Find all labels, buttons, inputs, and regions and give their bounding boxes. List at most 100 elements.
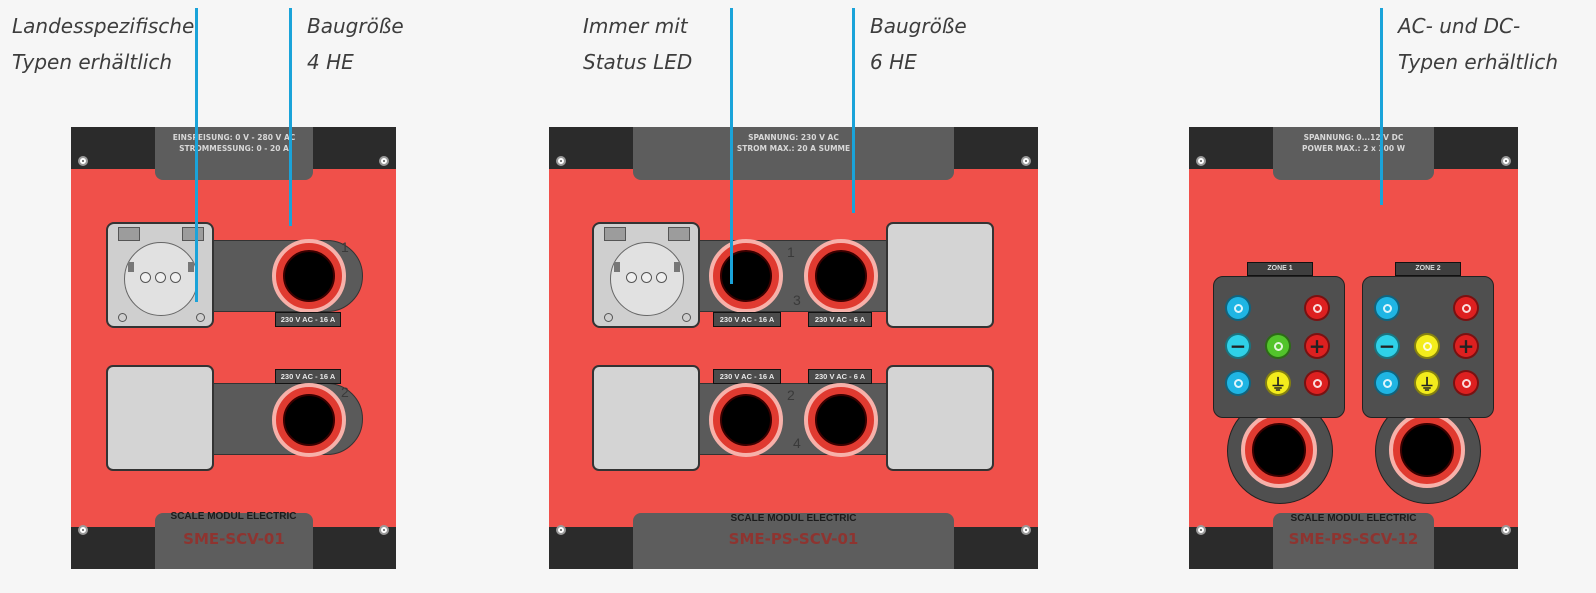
blue-jack-icon[interactable] (1225, 295, 1251, 321)
status-led-ring (272, 383, 346, 457)
green-jack-icon[interactable] (1265, 333, 1291, 359)
red-jack-icon[interactable] (1304, 370, 1330, 396)
outlet-number: 4 (793, 435, 801, 451)
rating-label: 230 V AC - 16 A (275, 312, 341, 327)
minus-jack-icon[interactable]: − (1374, 333, 1400, 359)
socket-cover (886, 222, 994, 328)
spec-line: POWER MAX.: 2 x 300 W (1302, 144, 1405, 153)
model-code: SME-PS-SCV-01 (728, 530, 859, 548)
brand-label: SCALE MODUL ELECTRIC (1290, 513, 1417, 524)
status-led-ring (804, 239, 878, 313)
output-hole (1400, 423, 1454, 477)
pin-icon (169, 272, 181, 283)
status-led-ring (709, 239, 783, 313)
spec-line: STROM MAX.: 20 A SUMME (736, 144, 851, 153)
pin-icon (154, 272, 166, 283)
ground-jack-icon[interactable] (1414, 370, 1440, 396)
zone-1-box: − + (1213, 276, 1345, 418)
screw-icon (556, 525, 566, 535)
panel-sme-ps-scv-12: SPANNUNG: 0...12 V DC POWER MAX.: 2 x 30… (1189, 127, 1518, 569)
model-plate: SME-SCV-01 (155, 513, 313, 569)
pin-icon (139, 272, 151, 283)
spec-line: SPANNUNG: 0...12 V DC (1303, 133, 1404, 142)
screw-icon (1021, 156, 1031, 166)
screw-icon (1021, 525, 1031, 535)
model-plate: SME-PS-SCV-12 (1273, 513, 1434, 569)
callout-size-6he: Baugröße 6 HE (870, 8, 967, 80)
callout-size-4he: Baugröße 4 HE (307, 8, 404, 80)
red-jack-icon[interactable] (1304, 295, 1330, 321)
rating-label: 230 V AC - 6 A (808, 312, 872, 327)
status-led-ring (709, 383, 783, 457)
yellow-jack-icon[interactable] (1414, 333, 1440, 359)
screw-icon (1501, 156, 1511, 166)
earth-contact (674, 262, 680, 272)
hinge-icon (604, 313, 613, 322)
rating-label: 230 V AC - 6 A (808, 369, 872, 384)
leader-line (730, 8, 733, 284)
hinge-icon (196, 313, 205, 322)
panel-sme-ps-scv-01: SPANNUNG: 230 V AC STROM MAX.: 20 A SUMM… (549, 127, 1038, 569)
zone-label: ZONE 1 (1247, 262, 1313, 276)
outlet-number: 2 (341, 384, 349, 400)
leader-line (852, 8, 855, 213)
output-ring (1389, 412, 1465, 488)
zone-label: ZONE 2 (1395, 262, 1461, 276)
schuko-socket (592, 222, 700, 328)
socket-face (610, 242, 684, 316)
earth-contact (128, 262, 134, 272)
model-plate: SME-PS-SCV-01 (633, 513, 954, 569)
rating-label: 230 V AC - 16 A (713, 312, 781, 327)
callout-line: Baugröße (307, 14, 404, 38)
socket-cover (106, 365, 214, 471)
screw-icon (1501, 525, 1511, 535)
spec-line: EINSPEISUNG: 0 V - 280 V AC (172, 133, 296, 142)
status-led-ring (272, 239, 346, 313)
pin-icon (625, 272, 637, 283)
socket-clip (182, 227, 204, 241)
socket-cover (592, 365, 700, 471)
led-hole (283, 394, 335, 446)
spec-plate: EINSPEISUNG: 0 V - 280 V AC STROMMESSUNG… (155, 127, 313, 180)
ground-jack-icon[interactable] (1265, 370, 1291, 396)
socket-cover (886, 365, 994, 471)
blue-jack-icon[interactable] (1374, 370, 1400, 396)
pin-icon (655, 272, 667, 283)
earth-contact (188, 262, 194, 272)
callout-country-types: Landesspezifische Typen erhältlich (12, 8, 194, 80)
outlet-number: 2 (787, 387, 795, 403)
socket-pins (108, 272, 212, 283)
screw-icon (1196, 156, 1206, 166)
spec-plate: SPANNUNG: 0...12 V DC POWER MAX.: 2 x 30… (1273, 127, 1434, 180)
callout-line: AC- und DC- (1398, 14, 1521, 38)
screw-icon (379, 525, 389, 535)
blue-jack-icon[interactable] (1374, 295, 1400, 321)
spec-line: SPANNUNG: 230 V AC (748, 133, 839, 142)
rating-label: 230 V AC - 16 A (275, 369, 341, 384)
earth-contact (614, 262, 620, 272)
socket-clip (118, 227, 140, 241)
spec-line: STROMMESSUNG: 0 - 20 A (179, 144, 289, 153)
led-hole (720, 250, 772, 302)
plus-jack-icon[interactable]: + (1304, 333, 1330, 359)
hinge-icon (118, 313, 127, 322)
led-hole (815, 394, 867, 446)
blue-jack-icon[interactable] (1225, 370, 1251, 396)
model-code: SME-SCV-01 (183, 530, 285, 548)
outlet-number: 1 (341, 239, 349, 255)
red-jack-icon[interactable] (1453, 295, 1479, 321)
brand-label: SCALE MODUL ELECTRIC (170, 511, 297, 522)
red-jack-icon[interactable] (1453, 370, 1479, 396)
minus-jack-icon[interactable]: − (1225, 333, 1251, 359)
leader-line (195, 8, 198, 302)
led-hole (283, 250, 335, 302)
callout-line: Typen erhältlich (1398, 50, 1558, 74)
status-led-ring (804, 383, 878, 457)
zone-2-box: − + (1362, 276, 1494, 418)
led-hole (815, 250, 867, 302)
socket-clip (604, 227, 626, 241)
screw-icon (379, 156, 389, 166)
led-hole (720, 394, 772, 446)
plus-jack-icon[interactable]: + (1453, 333, 1479, 359)
callout-line: 6 HE (870, 50, 917, 74)
